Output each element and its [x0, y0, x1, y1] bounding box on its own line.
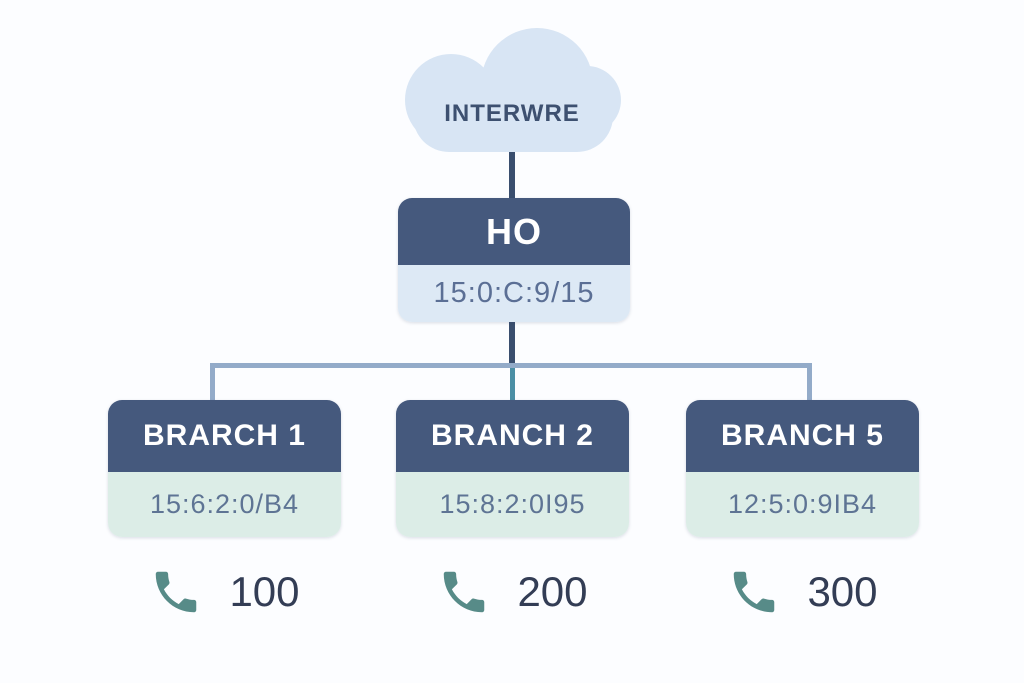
branch1-extension-row: 100 — [108, 552, 341, 632]
branch2-node: BRANCH 2 15:8:2:0I95 — [396, 400, 629, 537]
cloud-to-ho-line — [509, 146, 515, 202]
branch1-extension: 100 — [229, 568, 300, 615]
phone-icon — [727, 565, 781, 619]
ho-node: HO 15:0:C:9/15 — [398, 198, 630, 322]
branch3-drop-line — [807, 363, 812, 402]
branch2-title: BRANCH 2 — [396, 400, 629, 472]
branch3-node: BRANCH 5 12:5:0:9IB4 — [686, 400, 919, 537]
phone-icon — [437, 565, 491, 619]
branch2-extension-row: 200 — [396, 552, 629, 632]
branch2-extension: 200 — [517, 568, 588, 615]
phone-icon — [149, 565, 203, 619]
ho-drop-line — [509, 320, 515, 368]
branch3-subnet: 12:5:0:9IB4 — [686, 472, 919, 537]
internet-cloud: INTERWRE — [403, 28, 621, 152]
branch3-extension: 300 — [807, 568, 878, 615]
horizontal-bus-line — [210, 363, 812, 368]
ho-subnet: 15:0:C:9/15 — [398, 265, 630, 322]
branch2-drop-line — [510, 368, 515, 402]
branch3-title: BRANCH 5 — [686, 400, 919, 472]
ho-title: HO — [398, 198, 630, 265]
branch1-drop-line — [210, 363, 215, 402]
branch2-subnet: 15:8:2:0I95 — [396, 472, 629, 537]
branch1-subnet: 15:6:2:0/B4 — [108, 472, 341, 537]
cloud-base — [413, 80, 613, 152]
branch1-title: BRARCH 1 — [108, 400, 341, 472]
internet-label: INTERWRE — [444, 100, 580, 127]
branch3-extension-row: 300 — [686, 552, 919, 632]
branch1-node: BRARCH 1 15:6:2:0/B4 — [108, 400, 341, 537]
